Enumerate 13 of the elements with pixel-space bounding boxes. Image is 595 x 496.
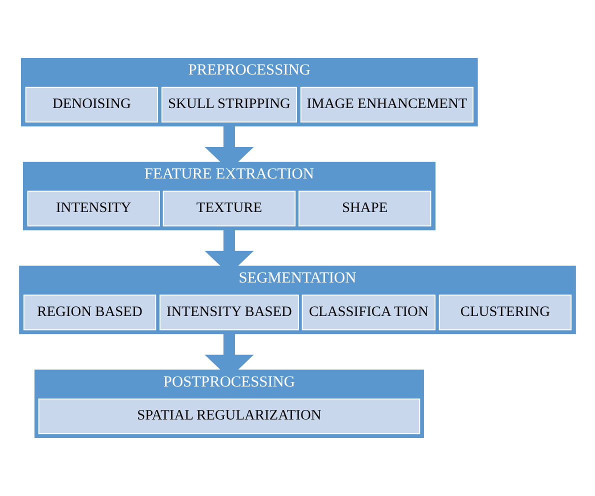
node-box: SKULL STRIPPING <box>161 86 298 122</box>
node-box: SHAPE <box>298 190 432 226</box>
node-box: REGION BASED <box>23 294 156 330</box>
arrow <box>204 334 254 378</box>
node-box: TEXTURE <box>162 190 296 226</box>
node-box: CLASSIFICA TION <box>302 294 436 330</box>
node-box: IMAGE ENHANCEMENT <box>300 86 474 122</box>
arrow <box>204 126 254 170</box>
node-box: INTENSITY BASED <box>160 294 299 330</box>
node-box: INTENSITY <box>27 190 160 226</box>
node-box: DENOISING <box>25 86 158 122</box>
node-box: CLUSTERING <box>438 294 572 330</box>
node-box: SPATIAL REGULARIZATION <box>38 398 420 434</box>
